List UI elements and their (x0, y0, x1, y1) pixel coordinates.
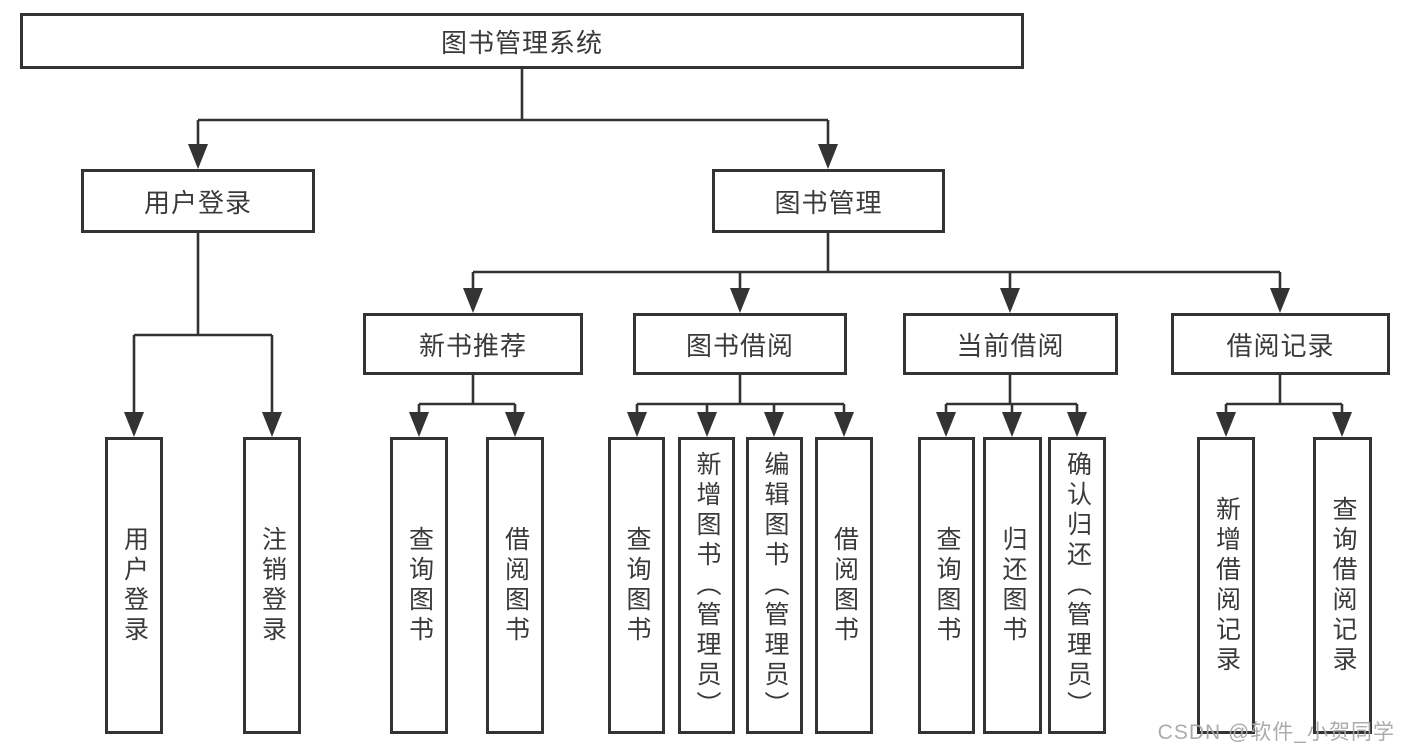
leaf-user-login: 用户登录 (105, 437, 163, 734)
leaf-confirm-return-admin: 确认归还（管理员） (1048, 437, 1106, 734)
leaf-label: 新增借阅记录 (1212, 495, 1241, 676)
node-new-book-recommend: 新书推荐 (363, 313, 583, 375)
leaf-label: 确认归还（管理员） (1063, 450, 1092, 721)
leaf-label: 查询图书 (623, 525, 651, 646)
node-root: 图书管理系统 (20, 13, 1024, 69)
leaf-query-books-2: 查询图书 (608, 437, 665, 734)
leaf-label: 用户登录 (120, 525, 149, 646)
leaf-label: 查询图书 (933, 525, 961, 646)
node-user-login: 用户登录 (81, 169, 315, 233)
leaf-add-borrow-record: 新增借阅记录 (1197, 437, 1255, 734)
node-current-borrow: 当前借阅 (903, 313, 1118, 375)
node-book-management: 图书管理 (712, 169, 945, 233)
node-borrow-records: 借阅记录 (1171, 313, 1390, 375)
leaf-label: 查询借阅记录 (1329, 495, 1357, 676)
leaf-label: 借阅图书 (830, 525, 859, 646)
leaf-label: 查询图书 (405, 525, 434, 646)
leaf-label: 借阅图书 (501, 525, 530, 646)
leaf-query-borrow-record: 查询借阅记录 (1313, 437, 1372, 734)
leaf-label: 编辑图书（管理员） (761, 450, 789, 721)
arrowhead-icons (124, 144, 1352, 437)
leaf-label: 归还图书 (999, 525, 1027, 646)
leaf-add-books-admin: 新增图书（管理员） (678, 437, 735, 734)
leaf-query-books-1: 查询图书 (390, 437, 448, 734)
leaf-edit-books-admin: 编辑图书（管理员） (746, 437, 803, 734)
watermark: CSDN @软件_小贺同学 (1157, 721, 1395, 744)
leaf-label: 注销登录 (258, 525, 287, 646)
leaf-logout: 注销登录 (243, 437, 301, 734)
leaf-borrow-books-2: 借阅图书 (815, 437, 873, 734)
leaf-borrow-books-1: 借阅图书 (486, 437, 544, 734)
leaf-label: 新增图书（管理员） (693, 450, 721, 721)
node-book-borrow: 图书借阅 (633, 313, 847, 375)
leaf-query-books-3: 查询图书 (918, 437, 975, 734)
leaf-return-books: 归还图书 (983, 437, 1042, 734)
